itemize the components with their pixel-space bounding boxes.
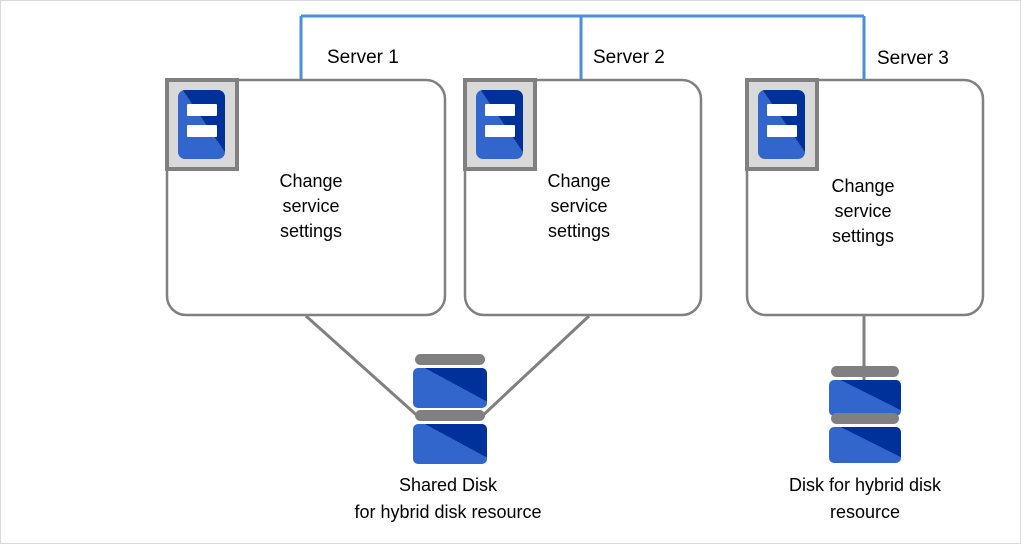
disk-connectors xyxy=(304,314,866,421)
local-disk-icon xyxy=(829,366,901,463)
server-icon-1 xyxy=(165,78,239,171)
server-2-network-label: Server 2 xyxy=(593,47,665,68)
server-1-body-text: Change service settings xyxy=(279,171,343,241)
server-icon-2 xyxy=(463,78,537,171)
connector-server-1-to-shared-disk xyxy=(304,314,423,421)
shared-disk-caption: Shared Disk for hybrid disk resource xyxy=(354,475,542,522)
server-1-network-label: Server 1 xyxy=(327,47,399,68)
shared-disk-icon xyxy=(413,354,487,464)
server-2-body-text: Change service settings xyxy=(547,171,611,241)
connector-server-2-to-shared-disk xyxy=(477,314,591,421)
server-3-body-text: Change service settings xyxy=(831,176,895,246)
local-disk-caption: Disk for hybrid disk resource xyxy=(788,475,942,522)
server-3-network-label: Server 3 xyxy=(877,48,949,69)
server-icon-3 xyxy=(745,78,819,171)
network-bus xyxy=(299,14,866,81)
